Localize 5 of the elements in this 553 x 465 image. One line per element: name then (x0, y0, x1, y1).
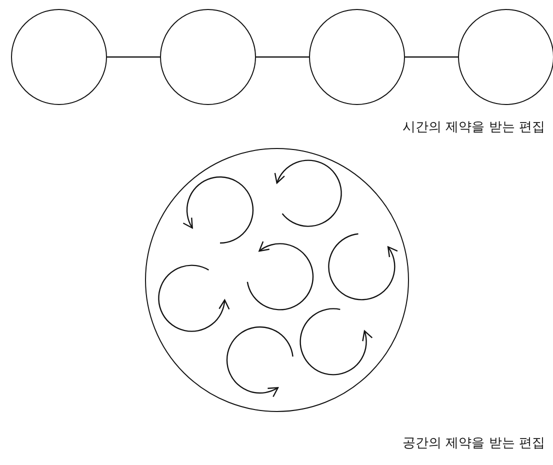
caption: 공간의 제약을 받는 편집 (402, 435, 545, 452)
connector-line (256, 56, 309, 58)
connector-line (405, 56, 458, 58)
connector-line (107, 56, 160, 58)
caption: 시간의 제약을 받는 편집 (402, 119, 545, 136)
